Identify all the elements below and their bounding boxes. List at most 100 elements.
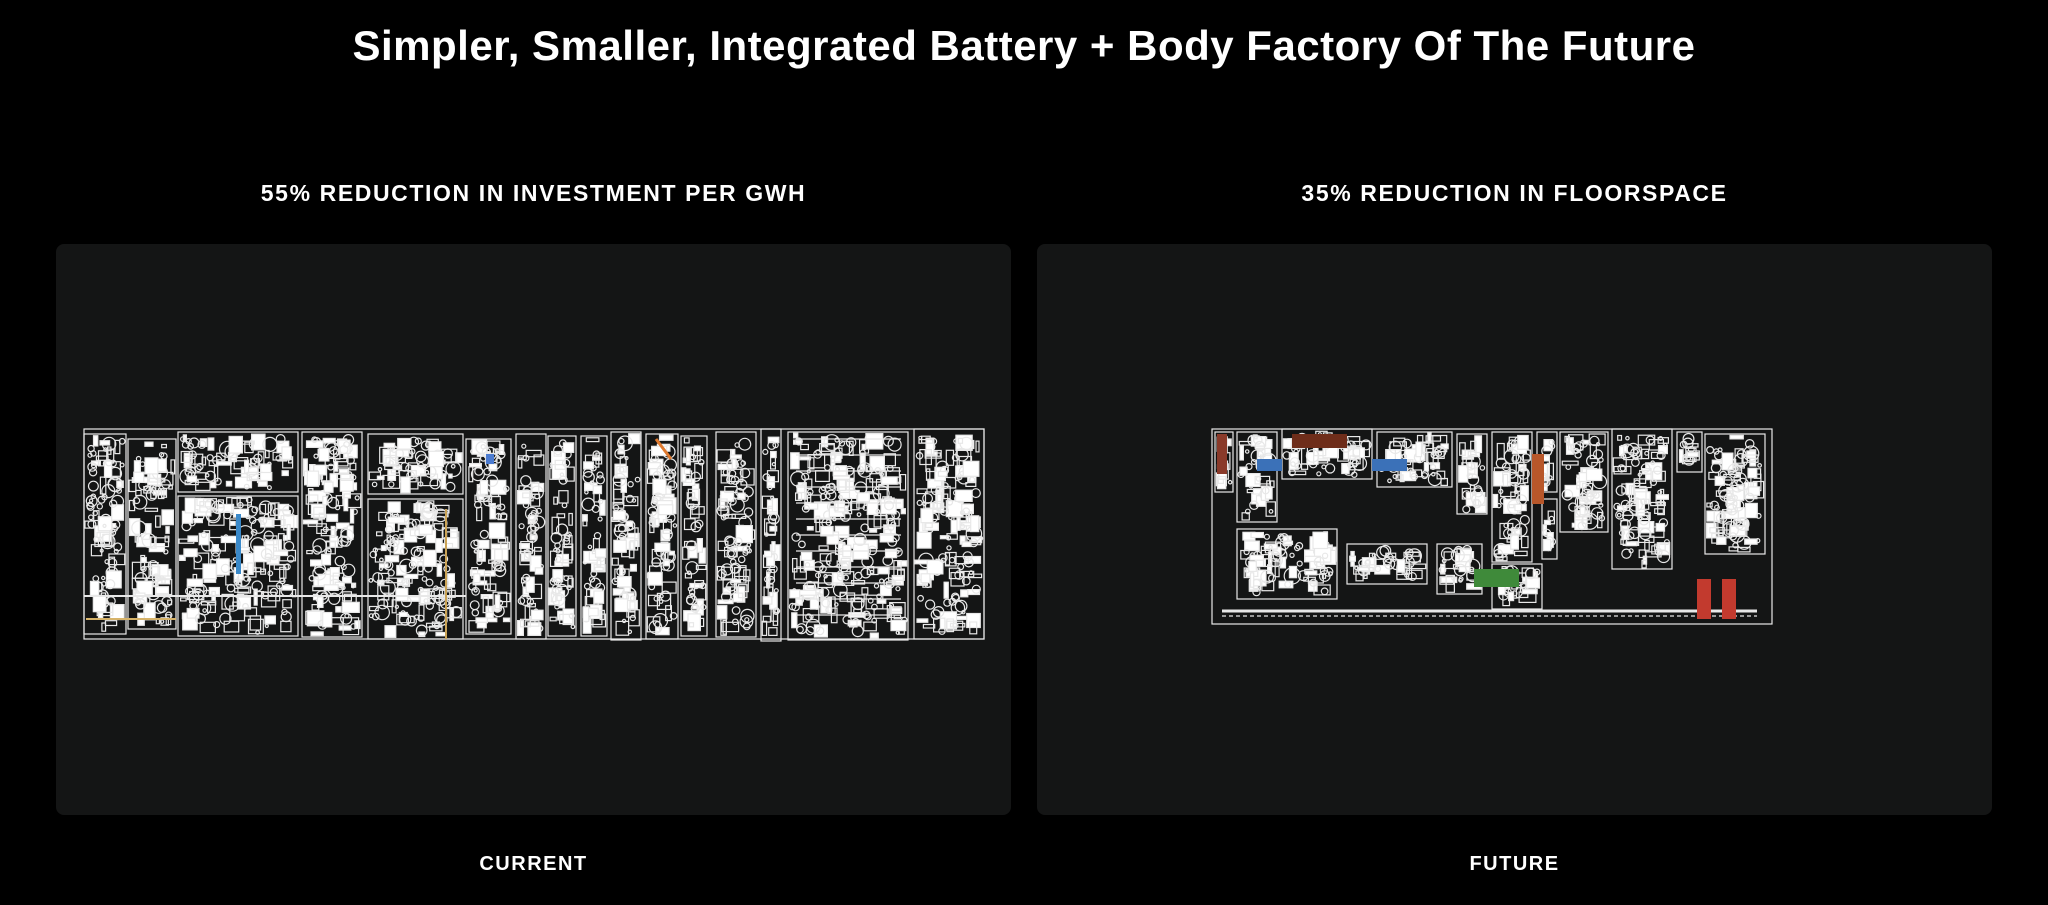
equipment-detail [371, 612, 380, 621]
equipment-detail [1351, 471, 1358, 478]
equipment-detail [383, 442, 396, 449]
equipment-detail [104, 620, 118, 627]
equipment-detail [372, 547, 378, 553]
equipment-detail [1657, 445, 1668, 455]
equipment-detail [217, 503, 235, 513]
equipment-detail [1517, 434, 1529, 450]
equipment-detail [954, 489, 973, 502]
equipment-detail [1589, 435, 1600, 447]
equipment-detail [646, 616, 661, 633]
equipment-detail [568, 512, 573, 526]
equipment-detail [338, 625, 352, 631]
highlight-equipment [1257, 459, 1282, 471]
equipment-detail [1243, 548, 1250, 556]
equipment-detail [1337, 447, 1350, 462]
equipment-detail [594, 548, 607, 558]
equipment-detail [229, 520, 236, 526]
equipment-detail [762, 596, 773, 605]
equipment-detail [272, 507, 281, 516]
equipment-detail [399, 558, 414, 574]
equipment-detail [924, 599, 936, 610]
equipment-detail [880, 476, 898, 485]
equipment-detail [920, 508, 934, 524]
equipment-detail [520, 541, 533, 554]
equipment-detail [479, 529, 489, 539]
equipment-detail [742, 545, 751, 554]
equipment-detail [1250, 531, 1264, 539]
equipment-detail [552, 569, 564, 583]
equipment-detail [739, 467, 751, 479]
equipment-detail [283, 541, 295, 552]
equipment-detail [471, 608, 480, 617]
equipment-detail [819, 587, 830, 598]
equipment-detail [950, 572, 965, 587]
equipment-detail [1495, 553, 1504, 561]
equipment-detail [368, 578, 374, 583]
equipment-detail [473, 573, 481, 584]
equipment-detail [806, 526, 814, 531]
equipment-detail [133, 471, 145, 483]
equipment-detail [742, 622, 751, 631]
equipment-detail [502, 617, 511, 623]
equipment-detail [1512, 454, 1517, 462]
equipment-detail [629, 601, 636, 613]
machine-block [83, 433, 127, 635]
equipment-detail [1637, 472, 1643, 477]
equipment-detail [473, 549, 478, 554]
equipment-detail [1717, 520, 1724, 537]
equipment-detail [687, 503, 695, 509]
equipment-detail [823, 434, 841, 451]
equipment-detail [685, 561, 699, 575]
equipment-detail [805, 618, 821, 634]
equipment-detail [1543, 439, 1554, 452]
equipment-detail [1254, 440, 1266, 452]
equipment-detail [144, 441, 154, 447]
equipment-detail [614, 598, 629, 613]
equipment-detail [1249, 572, 1255, 588]
equipment-detail [455, 452, 463, 464]
equipment-detail [932, 617, 946, 633]
equipment-detail [1632, 448, 1639, 455]
equipment-detail [326, 513, 339, 522]
equipment-detail [275, 455, 282, 462]
equipment-detail [623, 586, 631, 593]
equipment-detail [241, 535, 249, 552]
equipment-detail [967, 573, 983, 579]
equipment-detail [1744, 502, 1758, 519]
equipment-detail [1747, 467, 1758, 479]
equipment-detail [1355, 445, 1362, 450]
equipment-detail [611, 557, 619, 566]
equipment-detail [522, 573, 531, 583]
equipment-detail [1638, 549, 1647, 559]
equipment-detail [250, 518, 266, 534]
equipment-detail [1450, 548, 1465, 563]
equipment-detail [264, 553, 273, 561]
equipment-detail [1592, 449, 1604, 460]
equipment-detail [198, 532, 210, 546]
equipment-detail [834, 452, 842, 463]
equipment-detail [832, 475, 851, 480]
equipment-detail [1415, 441, 1423, 458]
equipment-detail [796, 625, 804, 634]
equipment-detail [187, 535, 198, 543]
equipment-detail [394, 604, 399, 609]
equipment-detail [167, 599, 173, 606]
equipment-detail [583, 582, 591, 590]
equipment-detail [961, 541, 972, 548]
equipment-detail [1261, 486, 1270, 495]
equipment-detail [483, 572, 491, 590]
equipment-detail [1248, 560, 1257, 572]
equipment-detail [1306, 451, 1315, 466]
equipment-detail [647, 571, 663, 586]
equipment-detail [101, 622, 107, 632]
equipment-detail [219, 612, 232, 625]
equipment-detail [555, 583, 570, 598]
equipment-detail [179, 597, 187, 602]
highlight-equipment [1217, 434, 1227, 474]
equipment-detail [199, 501, 212, 508]
equipment-detail [251, 506, 259, 514]
equipment-detail [425, 601, 434, 610]
equipment-detail [250, 457, 258, 465]
equipment-detail [651, 557, 662, 568]
equipment-detail [1645, 435, 1655, 445]
